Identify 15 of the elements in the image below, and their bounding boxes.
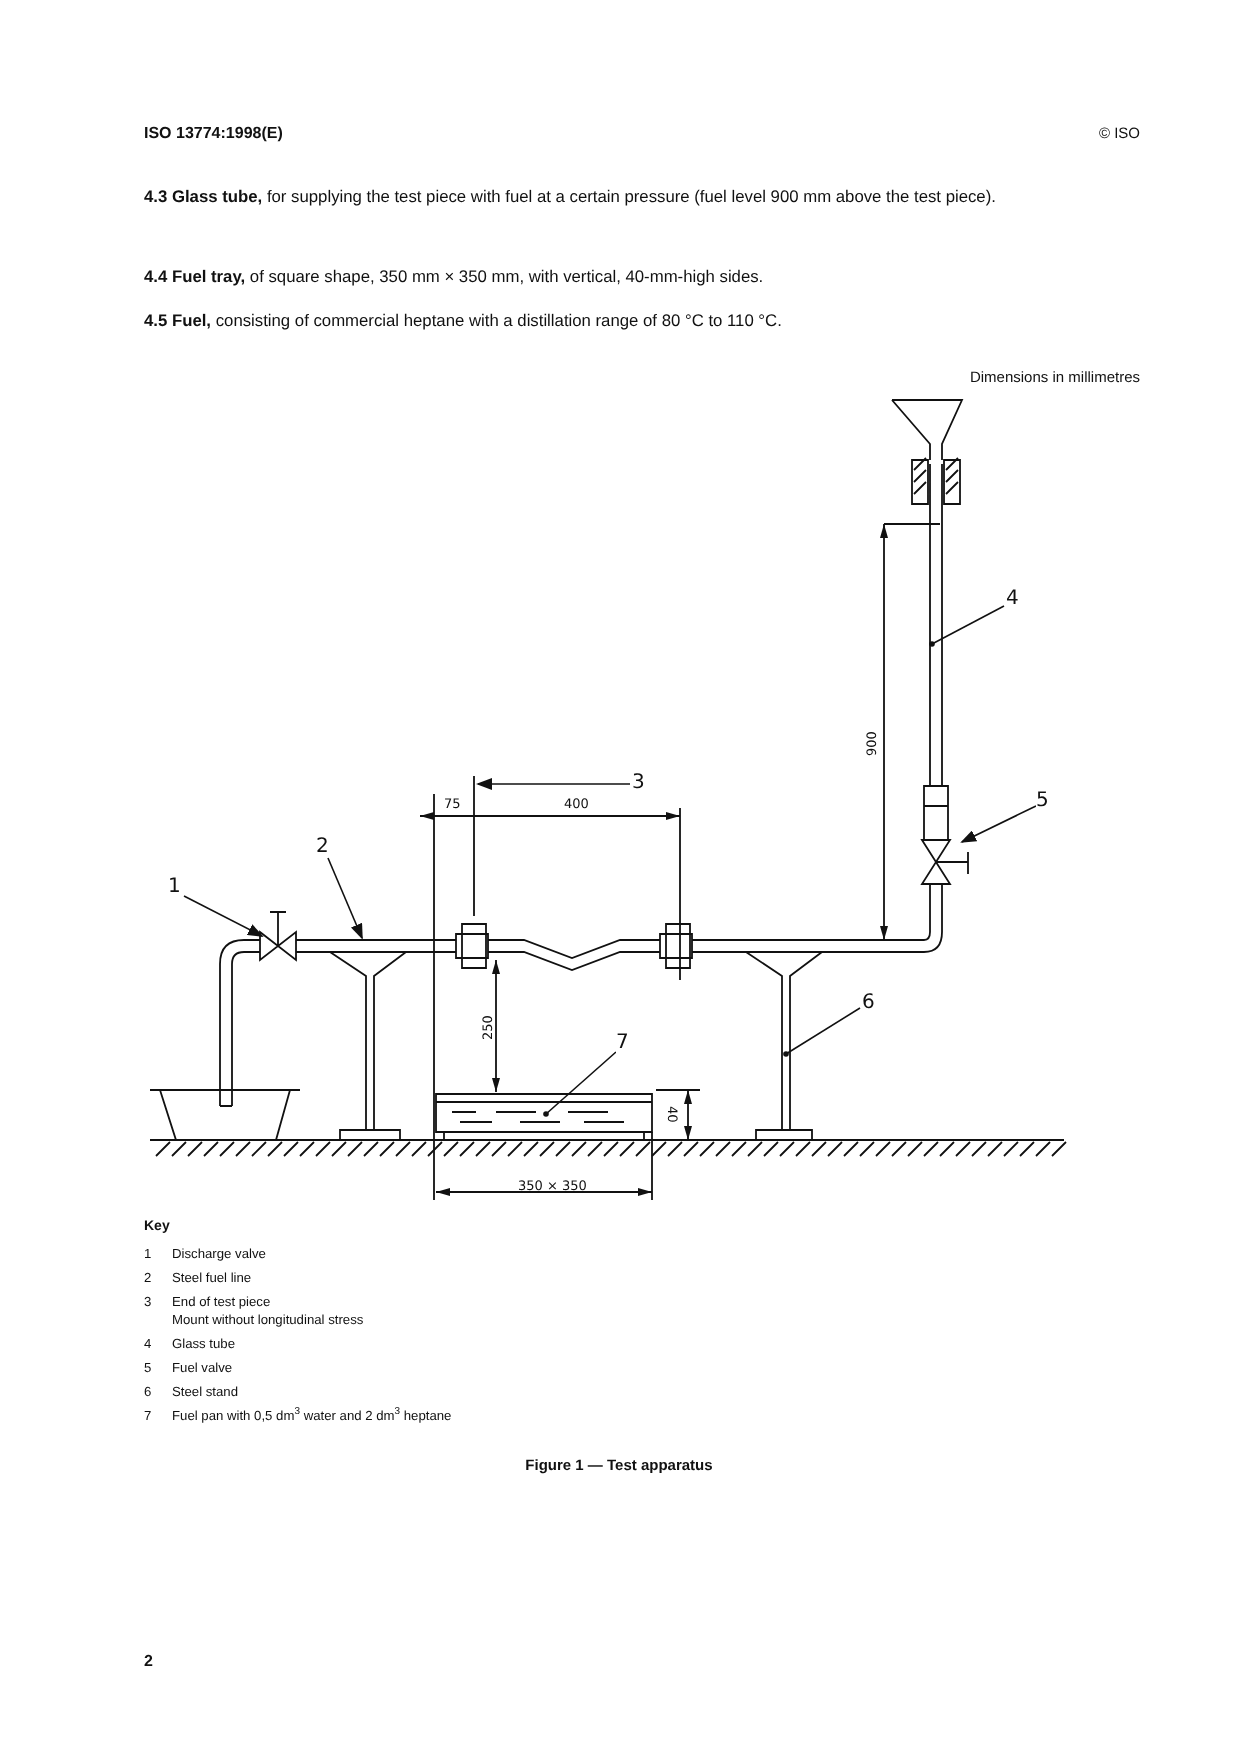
callout-number: 4 <box>1006 588 1019 610</box>
paragraph: 4.4 Fuel tray, of square shape, 350 mm × 350 mm, with vertical, 40-mm-high sides. <box>144 268 766 287</box>
leader-line <box>543 1051 617 1117</box>
callout-number: 5 <box>1036 790 1049 812</box>
leader-line <box>929 605 1005 647</box>
test-apparatus-drawing <box>149 399 969 1141</box>
leader-line <box>183 895 264 937</box>
leader-line <box>327 857 363 940</box>
paragraph: 4.3 Glass tube, for supplying the test piece with fuel at a certain pressure (fuel level 900 mm above the test piece). <box>144 188 998 207</box>
page-number: 2 <box>144 1652 153 1670</box>
leader-line <box>476 778 631 790</box>
paragraph: 4.5 Fuel, consisting of commercial heptane with a distillation range of 80 °C to 110 °C. <box>144 312 784 331</box>
leader-line <box>960 805 1037 843</box>
leader-line <box>783 1007 861 1057</box>
header-text: ISO 13774:1998(E) <box>144 124 283 142</box>
